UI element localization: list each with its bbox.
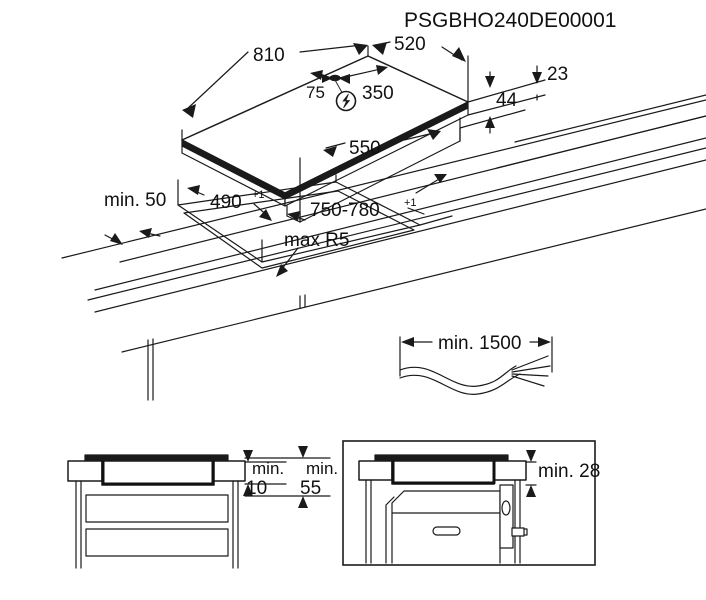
worktop-cutout-view: min. 50 490 +1	[61, 99, 706, 401]
cable-wire-ends	[511, 355, 551, 387]
dimension-min-55: min. 55	[244, 446, 338, 508]
cabinet-side-panels-left	[75, 480, 239, 569]
dimension-min-28: min. 28	[525, 450, 600, 497]
dimension-23: 23	[467, 64, 568, 116]
worktop-support-legs	[147, 294, 306, 401]
drawing-title: PSGBHO240DE00001	[404, 9, 616, 32]
dimension-490-label: 490	[210, 192, 242, 213]
hob-glass-slab-right	[374, 454, 509, 462]
dimension-550: 550	[299, 117, 461, 223]
dimension-750-780-tolerance: +1	[404, 197, 417, 209]
hob-isometric-view: 810 520 75	[94, 34, 706, 291]
hob-body-left	[101, 460, 215, 486]
section-with-drawers-view: min. 10 min. 55	[67, 446, 338, 569]
electrical-connection-icon	[335, 90, 357, 112]
dimension-min-28-label: min. 28	[538, 461, 600, 482]
dimension-75: 75	[306, 70, 333, 102]
worktop-slab-right-right	[493, 460, 527, 481]
dimension-520: 520	[372, 34, 469, 103]
dimension-490-tolerance: +1	[252, 189, 265, 201]
drawer-upper	[85, 494, 229, 523]
dimension-750-780: 750-780 +1	[287, 174, 453, 226]
worktop-band	[61, 99, 706, 353]
dimension-810-label: 810	[253, 45, 285, 66]
dimension-min-50: min. 50	[104, 190, 166, 245]
dimension-min-10-prefix: min.	[252, 459, 284, 478]
hob-glass-slab-left	[84, 454, 229, 462]
dimension-44-label: 44	[496, 90, 518, 111]
dimension-min-50-label: min. 50	[104, 190, 166, 211]
dimension-max-r5: max R5	[276, 230, 349, 277]
dimension-min-10: min. 10	[243, 450, 287, 499]
dimension-min-1500: min. 1500	[399, 333, 553, 377]
oven-handle	[432, 526, 461, 536]
dimension-min-10-value: 10	[246, 478, 267, 499]
mains-cable-view: min. 1500	[399, 333, 553, 395]
worktop-surface-lines-top	[94, 94, 706, 291]
dimension-550-label: 550	[349, 138, 381, 159]
section-right-frame	[342, 440, 596, 566]
cabinet-side-panels-right	[365, 479, 521, 564]
dimension-23-label: 23	[547, 64, 568, 85]
oven-mounting-bracket	[499, 484, 528, 549]
dimension-min-55-value: 55	[300, 478, 321, 499]
drawer-lower	[85, 528, 229, 557]
dimension-max-r5-label: max R5	[284, 230, 349, 251]
dimension-350-label: 350	[362, 83, 394, 104]
hob-body-right	[391, 460, 495, 485]
worktop-slab-right-left	[358, 460, 393, 481]
section-with-oven-view: min. 28	[342, 440, 600, 566]
dimension-75-label: 75	[306, 83, 325, 102]
worktop-slab-right	[212, 460, 246, 482]
dimension-44: 44	[459, 71, 526, 134]
dimension-min-1500-label: min. 1500	[438, 333, 521, 354]
dimension-810: 810	[181, 43, 369, 141]
dimension-520-label: 520	[394, 34, 426, 55]
worktop-slab-left	[67, 460, 103, 482]
dimension-min-55-prefix: min.	[306, 459, 338, 478]
dimension-490: 490 +1	[177, 179, 272, 263]
dimension-750-780-label: 750-780	[310, 200, 380, 221]
dimension-350: 350	[338, 65, 394, 104]
